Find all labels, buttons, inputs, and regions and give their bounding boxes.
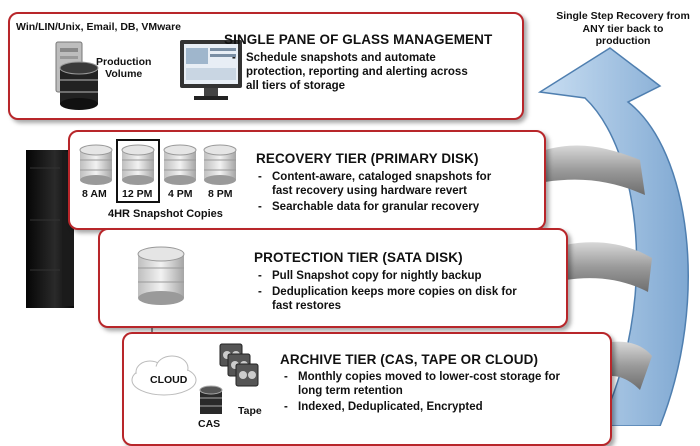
snapshot-time-label: 8 PM: [208, 188, 233, 200]
archive-tier-bullet: Monthly copies moved to lower-cost stora…: [284, 370, 560, 398]
bullet-line: all tiers of storage: [246, 80, 346, 92]
platforms-label: Win/LIN/Unix, Email, DB, VMware: [16, 21, 182, 33]
server-rack-icon: [26, 150, 74, 308]
bullet-line: long term retention: [298, 385, 403, 397]
snapshot-disk-icon: [79, 144, 113, 185]
protection-tier-title: PROTECTION TIER (SATA DISK): [254, 250, 463, 265]
recovery-note: Single Step Recovery from ANY tier back …: [548, 10, 698, 48]
cas-disk-icon: [199, 385, 223, 414]
monitor-icon: [180, 40, 242, 100]
arrow-band-protection: [565, 242, 652, 292]
bullet-line: Pull Snapshot copy for nightly backup: [272, 270, 482, 282]
arrow-band-archive: [612, 341, 652, 390]
snapshot-disk-icon: [163, 144, 197, 185]
bullet-line: Deduplication keeps more copies on disk …: [272, 286, 517, 298]
recovery-note-line: production: [595, 35, 651, 47]
tape-icon: [219, 343, 259, 387]
diagram-graphics: [26, 47, 689, 426]
protection-tier-bullets: Pull Snapshot copy for nightly backup De…: [258, 269, 517, 315]
archive-tier-bullet: Indexed, Deduplicated, Encrypted: [284, 400, 560, 414]
recovery-note-line: ANY tier back to: [582, 22, 664, 35]
production-volume-label: Production Volume: [96, 56, 151, 80]
recovery-tier-panel: 8 AM 12 PM 4 PM 8 PM 4HR Snapshot Copies…: [68, 130, 546, 230]
snapshot-disk-icon: [203, 144, 237, 185]
bullet-line: Content-aware, cataloged snapshots for: [272, 171, 492, 183]
snapshot-caption: 4HR Snapshot Copies: [108, 208, 223, 220]
protection-tier-bullet: Pull Snapshot copy for nightly backup: [258, 269, 517, 283]
snapshot-time-label: 4 PM: [168, 188, 193, 200]
protection-tier-panel: PROTECTION TIER (SATA DISK) Pull Snapsho…: [98, 228, 568, 328]
cloud-label: CLOUD: [150, 374, 188, 386]
production-volume-line: Production: [96, 56, 152, 68]
bullet-line: Schedule snapshots and automate: [246, 52, 436, 64]
management-panel: Win/LIN/Unix, Email, DB, VMware Producti…: [8, 12, 524, 120]
bullet-line: Indexed, Deduplicated, Encrypted: [298, 401, 483, 413]
production-volume-icon: [59, 61, 99, 110]
arrow-band-recovery: [545, 145, 645, 195]
production-volume-line: Volume: [105, 68, 143, 80]
bullet-line: fast restores: [272, 300, 342, 312]
snapshot-disk-icon: [116, 139, 160, 203]
bullet-line: protection, reporting and alerting acros…: [246, 66, 468, 78]
recovery-tier-bullet: Searchable data for granular recovery: [258, 200, 491, 214]
archive-media: [131, 343, 259, 414]
bullet-line: fast recovery using hardware revert: [272, 185, 467, 197]
snapshot-disks: [79, 139, 237, 203]
sata-disk-icon: [137, 246, 185, 305]
tape-label: Tape: [238, 405, 262, 417]
recovery-tier-bullets: Content-aware, cataloged snapshots for f…: [258, 170, 491, 216]
snapshot-time-label: 12 PM: [122, 188, 153, 200]
management-bullets: Schedule snapshots and automate protecti…: [232, 51, 468, 95]
archive-tier-bullets: Monthly copies moved to lower-cost stora…: [284, 370, 560, 416]
archive-tier-panel: CLOUD Tape CAS ARCHIVE TIER (CAS, TAPE O…: [122, 332, 612, 446]
recovery-tier-bullet: Content-aware, cataloged snapshots for f…: [258, 170, 491, 198]
bullet-line: Searchable data for granular recovery: [272, 201, 480, 213]
cas-label: CAS: [198, 418, 221, 430]
recovery-note-line: Single Step Recovery from: [556, 10, 690, 22]
snapshot-time-label: 8 AM: [82, 188, 107, 200]
bullet-line: Monthly copies moved to lower-cost stora…: [298, 371, 560, 383]
recovery-tier-title: RECOVERY TIER (PRIMARY DISK): [256, 151, 479, 166]
archive-tier-title: ARCHIVE TIER (CAS, TAPE OR CLOUD): [280, 352, 539, 367]
management-bullet: Schedule snapshots and automate protecti…: [232, 51, 468, 93]
management-title: SINGLE PANE OF GLASS MANAGEMENT: [224, 32, 493, 47]
protection-tier-bullet: Deduplication keeps more copies on disk …: [258, 285, 517, 313]
cloud-icon: [131, 355, 197, 396]
